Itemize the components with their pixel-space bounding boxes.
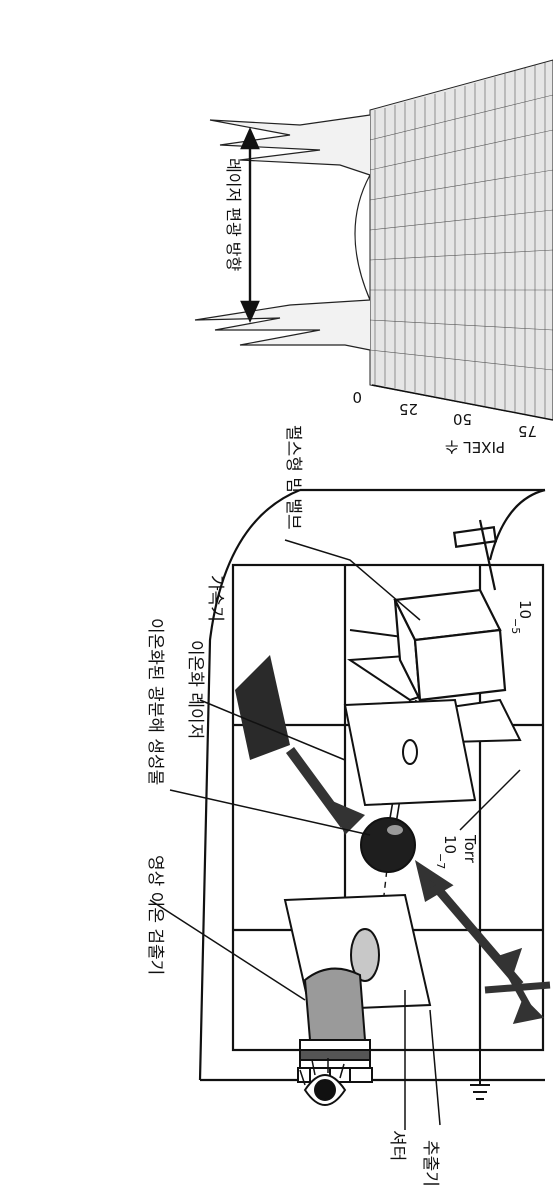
ground-symbol — [470, 1050, 490, 1100]
label-laser-polarization-direction: 레이저 편광 방향 — [224, 158, 243, 271]
ion-image-3d-plot: 레이저 편광 방향 0 25 50 75 PIXEL 수 — [194, 59, 553, 456]
eye-icon — [299, 1058, 347, 1106]
ion-detector-stack — [297, 967, 373, 1083]
ion-cloud-sphere — [360, 817, 416, 873]
leader-lines — [149, 539, 521, 1130]
pixel-axis-line — [371, 384, 553, 421]
pressure-low-label: 10 −7 Torr — [434, 834, 479, 869]
label-extractor: 추출기 — [420, 1140, 440, 1187]
label-ionized-photodissociation-products: 이온화된 광분해 생성물 — [145, 618, 165, 785]
label-ionization-laser: 이온화 레이저 — [185, 640, 205, 739]
ionization-laser-beam — [235, 655, 365, 835]
label-shutter: 셔터 — [387, 1130, 407, 1161]
pressure-high-base: 10 — [516, 600, 534, 619]
plot-peak-bottom — [194, 299, 371, 351]
pixel-tick-0: 0 — [352, 388, 362, 406]
label-pulsed-beam-valve: 펄스형 빔 밸브 — [283, 425, 303, 530]
label-accelerator: 가속기 — [205, 575, 225, 622]
plot-ridge — [354, 174, 371, 301]
pixel-tick-75: 75 — [518, 422, 537, 440]
photolysis-laser-arrow — [414, 860, 551, 1025]
pressure-high-exponent: −5 — [509, 618, 522, 634]
pressure-high-label: 10 −5 — [509, 600, 534, 634]
accelerator-plate — [343, 698, 477, 807]
pixel-tick-50: 50 — [453, 410, 472, 428]
pixel-axis-label: PIXEL 수 — [445, 438, 505, 456]
pulsed-valve-box — [393, 519, 507, 702]
polarization-arrow — [240, 127, 260, 323]
label-image-ion-detector: 영상 이온 검출기 — [145, 855, 165, 975]
pressure-low-exponent: −7 — [434, 853, 447, 869]
pressure-low-base: 10 — [441, 835, 459, 854]
pressure-unit: Torr — [461, 834, 479, 864]
plot-surface — [369, 59, 553, 421]
plot-mesh — [369, 62, 553, 418]
pixel-tick-25: 25 — [399, 400, 418, 418]
